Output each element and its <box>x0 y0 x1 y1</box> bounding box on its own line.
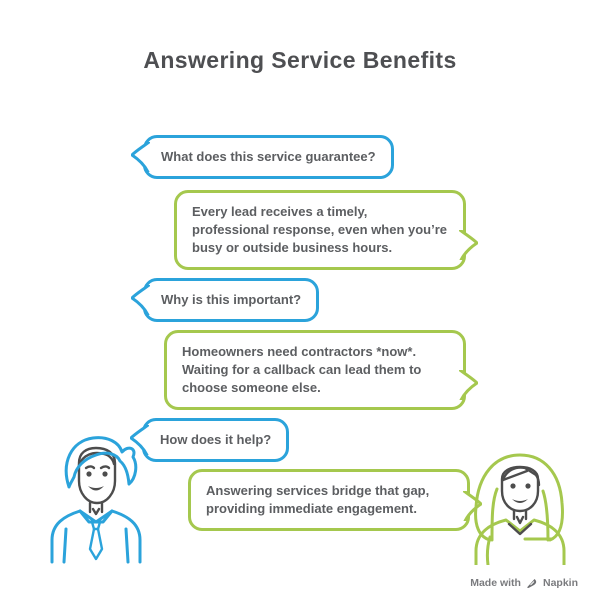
bubble-tail-left-icon <box>130 424 149 455</box>
bubble-text: Answering services bridge that gap, prov… <box>206 483 430 516</box>
man-avatar-icon <box>50 436 142 564</box>
brand-label: Napkin <box>542 577 578 589</box>
chat-bubble-answer-3: Answering services bridge that gap, prov… <box>188 469 482 531</box>
bubble-tail-right-icon <box>463 490 482 521</box>
chat-bubble-question-3: How does it help? <box>130 418 290 462</box>
bubble-text: Every lead receives a timely, profession… <box>192 204 448 255</box>
bubble-tail-left-icon <box>131 141 150 172</box>
bubble-text: Homeowners need contractors *now*. Waiti… <box>182 344 422 395</box>
chat-bubble-answer-1: Every lead receives a timely, profession… <box>174 190 478 270</box>
chat-bubble-question-2: Why is this important? <box>131 278 320 322</box>
bubble-tail-right-icon <box>459 229 478 260</box>
bubble-text: What does this service guarantee? <box>161 149 376 164</box>
bubble-tail-left-icon <box>131 284 150 315</box>
woman-avatar-icon <box>474 453 566 565</box>
bubble-text: How does it help? <box>160 432 272 447</box>
chat-bubble-question-1: What does this service guarantee? <box>131 135 394 179</box>
page-title: Answering Service Benefits <box>143 47 457 73</box>
chat-bubble-answer-2: Homeowners need contractors *now*. Waiti… <box>164 330 478 410</box>
bubble-tail-right-icon <box>459 369 478 400</box>
made-with-label: Made with <box>470 577 521 589</box>
pen-icon <box>526 577 538 589</box>
made-with-credit: Made with Napkin <box>470 577 578 589</box>
bubble-text: Why is this important? <box>161 292 302 307</box>
